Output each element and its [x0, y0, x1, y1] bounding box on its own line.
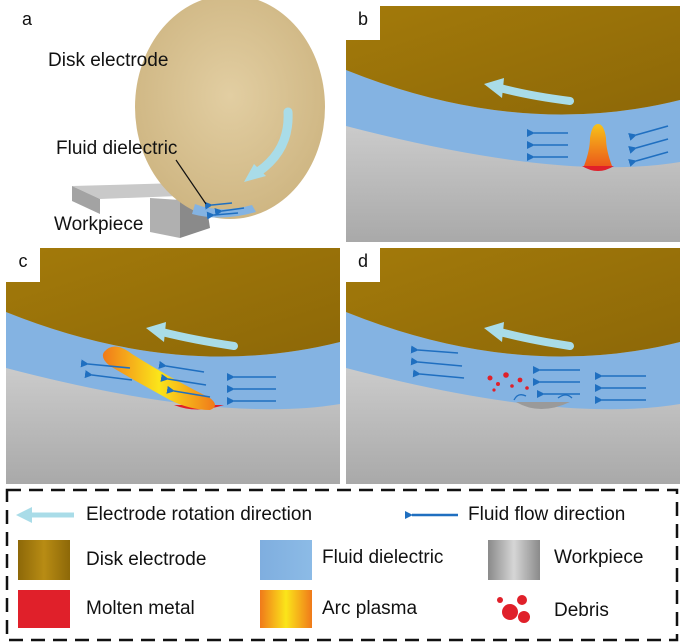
panel-c: [6, 248, 340, 484]
legend-swatch-molten: [18, 590, 70, 628]
panel-b-arc-plasma: [584, 124, 612, 166]
panel-a-leader-line: [175, 159, 207, 205]
legend-swatch-debris: [497, 595, 530, 623]
legend-label-fluid: Fluid dielectric: [322, 547, 444, 568]
panel-c-electrode: [6, 248, 340, 357]
label-workpiece: Workpiece: [54, 214, 144, 235]
legend-label-electrode: Disk electrode: [86, 549, 207, 570]
panel-c-flow-arrows: [80, 359, 276, 405]
panel-b-rotation-arrow: [496, 84, 574, 105]
panel-c-arc-plasma: [102, 346, 215, 410]
panel-a-disk: [135, 0, 325, 219]
legend-swatch-plasma: [260, 590, 312, 628]
panel-d: [346, 248, 680, 484]
legend-label-rotation: Electrode rotation direction: [86, 504, 313, 525]
legend: [5, 488, 679, 642]
legend-swatch-workpiece: [488, 540, 540, 580]
panel-a-rotation-arrow: [253, 107, 293, 177]
panel-label-c: c: [6, 248, 40, 282]
panel-c-fluid: [6, 312, 340, 410]
panel-d-electrode: [346, 248, 680, 357]
panel-b-flow-arrows: [527, 125, 669, 167]
legend-label-flow: Fluid flow direction: [468, 504, 626, 525]
label-disk-electrode: Disk electrode: [48, 50, 169, 71]
panel-b-molten-metal: [582, 166, 614, 171]
panel-d-flow-arrows: [410, 345, 646, 404]
label-fluid-dielectric: Fluid dielectric: [56, 138, 178, 159]
legend-swatch-fluid: [260, 540, 312, 580]
legend-swatch-electrode: [18, 540, 70, 580]
panel-label-a: a: [10, 6, 44, 40]
legend-label-plasma: Arc plasma: [322, 598, 418, 619]
panel-c-rotation-arrow: [158, 328, 238, 350]
panel-label-d: d: [346, 248, 380, 282]
legend-label-workpiece: Workpiece: [554, 547, 644, 568]
panel-a: [72, 0, 325, 238]
panel-d-crater: [516, 402, 570, 409]
panel-a-flow-arrows: [204, 201, 245, 220]
panel-label-b: b: [346, 6, 380, 40]
panel-b-electrode: [346, 6, 680, 115]
legend-label-molten: Molten metal: [86, 598, 195, 619]
legend-label-debris: Debris: [554, 600, 609, 621]
panel-b: [346, 6, 680, 242]
panel-d-debris: [487, 372, 529, 392]
panel-d-rotation-arrow: [496, 328, 574, 350]
panel-d-swirls: [513, 394, 573, 401]
legend-border: [5, 488, 679, 642]
